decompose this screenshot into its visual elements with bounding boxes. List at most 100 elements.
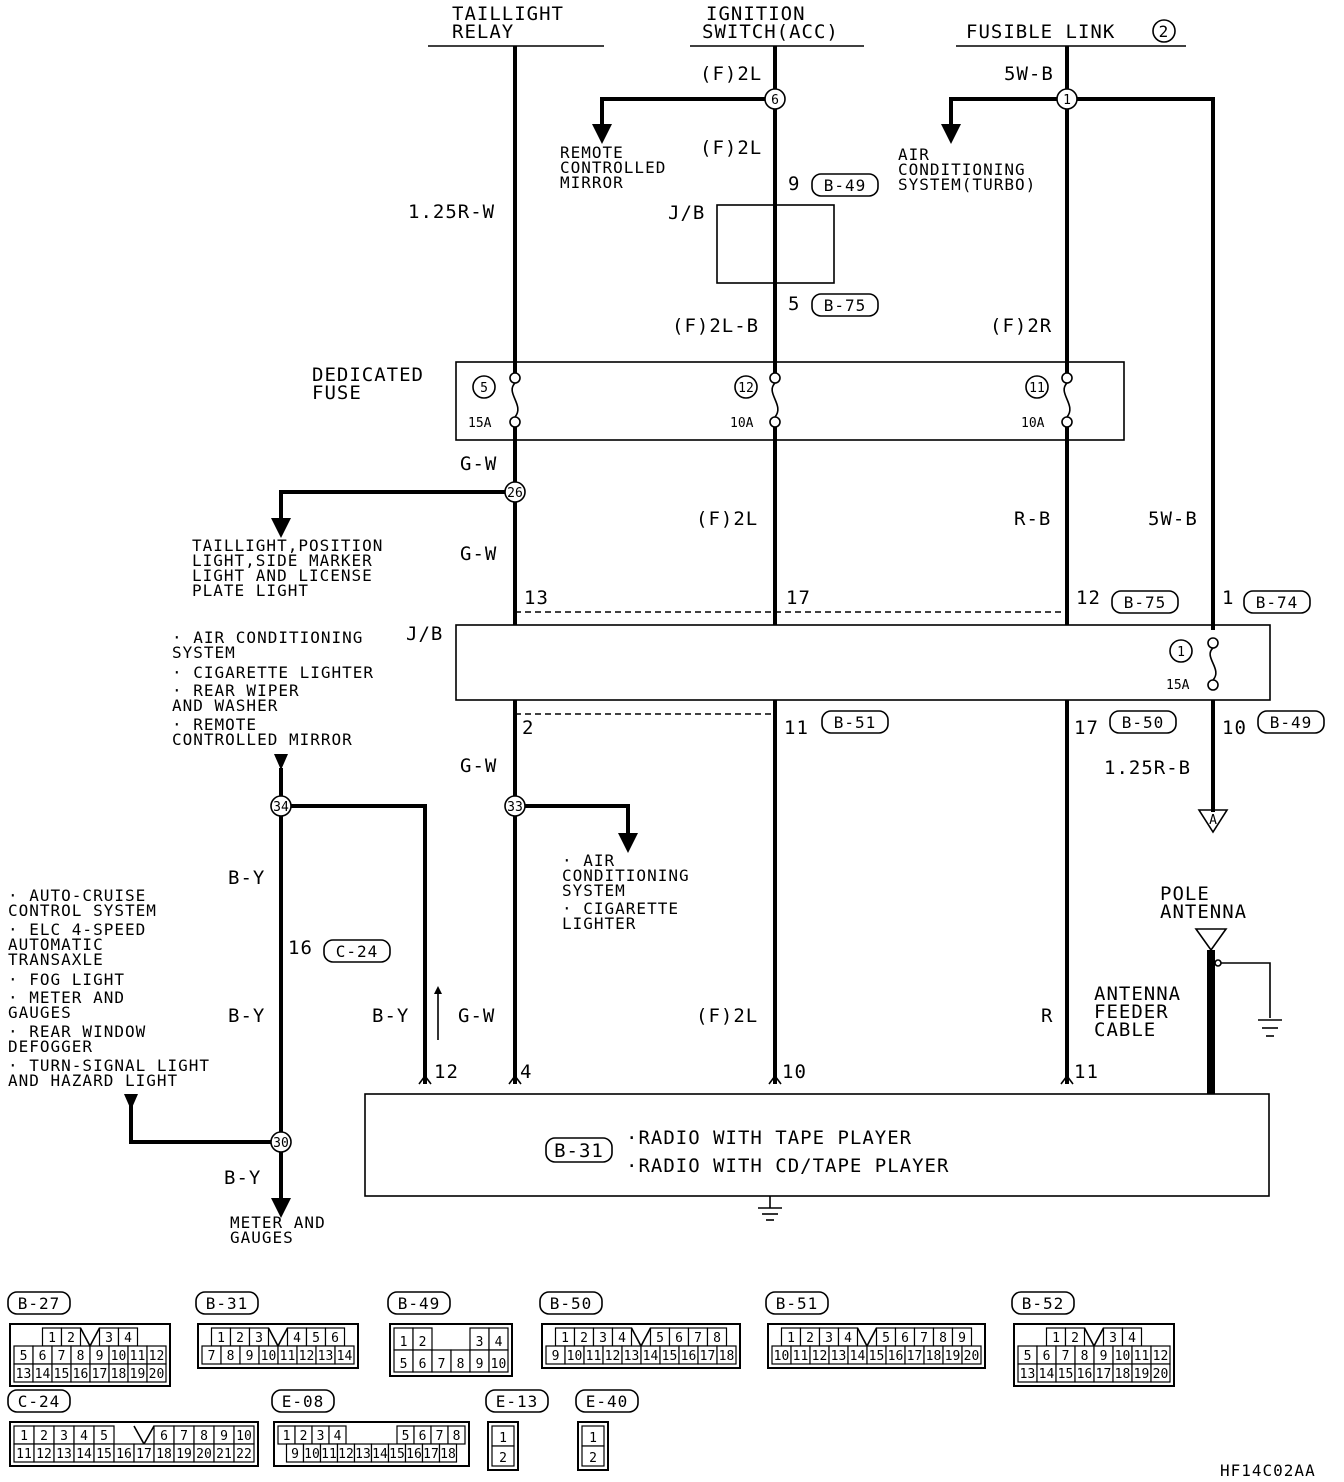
svg-text:34: 34 (273, 800, 289, 815)
connector-pin: 2 (806, 1331, 814, 1346)
connector-pin: 20 (964, 1349, 980, 1364)
svg-text:· REAR WIPER: · REAR WIPER (172, 681, 300, 700)
pin-16: 16 (288, 937, 313, 959)
radio-unit: B-31 ·RADIO WITH TAPE PLAYER ·RADIO WITH… (364, 1093, 1270, 1221)
connector-pin: 14 (643, 1349, 659, 1364)
splice-34: 34 (270, 795, 292, 817)
tag-b49a: B-49 (824, 176, 867, 195)
connector-pin: 16 (681, 1349, 697, 1364)
wire-gw-2: G-W (460, 543, 497, 565)
connector-pin: 21 (216, 1447, 232, 1462)
connector-pin: 11 (793, 1349, 809, 1364)
connector-pin: 4 (844, 1331, 852, 1346)
connector-pin: 2 (40, 1429, 48, 1444)
connector-pin: 11 (586, 1349, 602, 1364)
connector-pin: 1 (1052, 1331, 1060, 1346)
svg-text:12: 12 (738, 381, 754, 396)
wire-f2l-top: (F)2L (700, 63, 762, 85)
connector-pin: 6 (1043, 1349, 1051, 1364)
splice-6: 6 (764, 88, 786, 110)
wire-f2l-3: (F)2L (696, 508, 758, 530)
connector-pin: 16 (406, 1447, 422, 1462)
radio-pin-11: 11 (1074, 1061, 1099, 1083)
wire-r: R (1041, 1005, 1053, 1027)
connector-name: B-51 (776, 1294, 819, 1313)
svg-text:· REMOTE: · REMOTE (172, 715, 257, 734)
connector-pin: 18 (719, 1349, 735, 1364)
connector-pin: 19 (945, 1349, 961, 1364)
connector-pin: 7 (180, 1429, 188, 1444)
connector-pin: 1 (20, 1429, 28, 1444)
svg-text:CABLE: CABLE (1094, 1019, 1156, 1041)
svg-text:11: 11 (1029, 381, 1045, 396)
connector-pin: 5 (1024, 1349, 1032, 1364)
connector-pin: 3 (255, 1331, 263, 1346)
connector-pin: 1 (217, 1331, 225, 1346)
connector-pin: 7 (208, 1349, 216, 1364)
radio-line-2: ·RADIO WITH CD/TAPE PLAYER (626, 1155, 949, 1177)
connector-pin: 15 (389, 1447, 405, 1462)
connector-pin: 13 (355, 1447, 371, 1462)
connector-pin: 3 (599, 1331, 607, 1346)
connector-pin: 4 (1128, 1331, 1136, 1346)
svg-text:· METER AND: · METER AND (8, 988, 125, 1007)
tag-b50: B-50 (1122, 713, 1165, 732)
connector-pin: 14 (76, 1447, 92, 1462)
svg-text:CONDITIONING: CONDITIONING (898, 160, 1026, 179)
connector-pin: 10 (111, 1349, 127, 1364)
svg-text:26: 26 (507, 486, 523, 501)
fuse-12: 12 10A (730, 372, 781, 431)
svg-text:SYSTEM: SYSTEM (562, 881, 626, 900)
svg-text:REMOTE: REMOTE (560, 143, 624, 162)
connector-pin: 3 (60, 1429, 68, 1444)
diagram-code: HF14C02AA (1220, 1461, 1316, 1480)
connector-pin: 13 (831, 1349, 847, 1364)
connector-pin: 5 (100, 1429, 108, 1444)
radio-terminal-marks (418, 1074, 1074, 1085)
connector-pin: 2 (589, 1451, 597, 1466)
svg-text:1: 1 (1177, 645, 1185, 660)
connector-pin: 6 (419, 1429, 427, 1444)
tag-b31: B-31 (554, 1140, 604, 1162)
wire-125rb: 1.25R-B (1104, 757, 1191, 779)
connector-pin: 10 (1115, 1349, 1131, 1364)
connector-pin: 12 (299, 1349, 315, 1364)
svg-text:LIGHT AND LICENSE: LIGHT AND LICENSE (192, 566, 373, 585)
svg-text:PLATE LIGHT: PLATE LIGHT (192, 581, 309, 600)
splice-26: 26 (504, 481, 526, 503)
connector-pin: 1 (499, 1431, 507, 1446)
connector-pin: 10 (567, 1349, 583, 1364)
connector-pin: 2 (67, 1331, 75, 1346)
arrow-a-label: A (1209, 813, 1217, 828)
connector-pin: 4 (334, 1429, 342, 1444)
connector-pin: 11 (16, 1447, 32, 1462)
svg-text:· AUTO-CRUISE: · AUTO-CRUISE (8, 886, 146, 905)
connector-pin: 8 (1081, 1349, 1089, 1364)
connector-pin: 4 (618, 1331, 626, 1346)
pin-2: 2 (522, 717, 534, 739)
jb-label-upper: J/B (668, 202, 705, 224)
connector-pin: 3 (317, 1429, 325, 1444)
connector-name: B-49 (398, 1294, 441, 1313)
connector-name: B-31 (206, 1294, 249, 1313)
connector-pin: 14 (1039, 1367, 1055, 1382)
connector-pin: 7 (436, 1429, 444, 1444)
pin-11: 11 (784, 717, 809, 739)
connector-pin: 1 (589, 1431, 597, 1446)
connector-pin: 9 (96, 1349, 104, 1364)
connector-pin: 5 (20, 1349, 28, 1364)
wire-5wb-2: 5W-B (1148, 508, 1198, 530)
connector-pin: 2 (236, 1331, 244, 1346)
wire-rb: R-B (1014, 508, 1051, 530)
wire-by-1: B-Y (228, 867, 265, 889)
fusible-link-label: FUSIBLE LINK (966, 21, 1115, 43)
connector-pin: 15 (96, 1447, 112, 1462)
connector-pin: 7 (58, 1349, 66, 1364)
connector-pin: 8 (200, 1429, 208, 1444)
